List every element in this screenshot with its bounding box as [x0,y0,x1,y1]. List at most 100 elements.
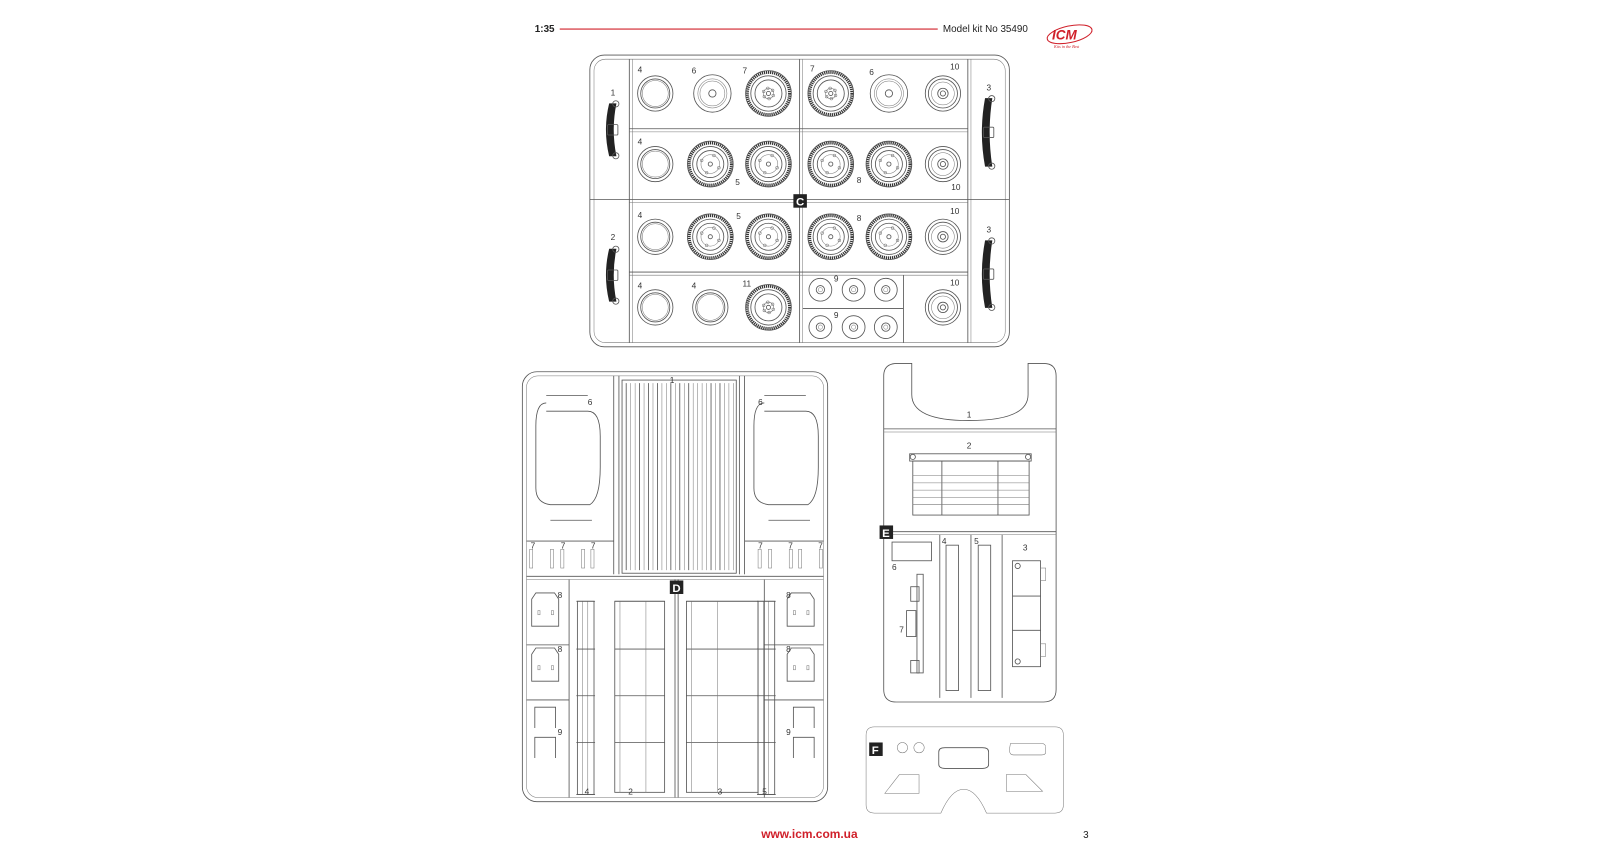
circle [924,218,961,255]
circle [883,287,889,293]
spring-clamp [983,126,995,139]
frame [537,665,541,671]
website-url[interactable]: www.icm.com.ua [760,827,858,841]
panel-part [891,541,932,562]
part-number: 2 [967,441,972,451]
side-window-part [884,774,920,794]
rim-outer [637,218,674,255]
clear-lens-part [913,742,925,754]
lug [762,303,766,307]
lug [705,171,709,175]
page-header: 1:35 Model kit No 35490 ICM Kits in the … [535,24,1093,49]
kit-number: Model kit No 35490 [943,24,1028,35]
spring-clamp [983,268,995,280]
circle [937,158,949,170]
leaf-spring-part [605,245,620,305]
lug [895,166,900,170]
circle [812,146,849,183]
sprue-frame [883,363,1057,703]
hub-part [693,74,732,113]
frame-part [614,600,666,793]
spring-leaves [981,240,993,308]
spring-clamp [607,269,619,281]
circle [870,146,907,183]
part-number: 8 [857,213,862,223]
circle [931,152,955,176]
wheel-part [807,213,855,261]
small-strip-part [757,549,762,569]
part-number: 6 [869,67,874,77]
small-strip-part [581,549,585,569]
bracket-strip-part [906,573,924,674]
part-number: 8 [786,590,791,600]
circle [870,218,907,255]
circle [939,233,946,240]
wheel-part [745,140,792,188]
lug [762,94,766,99]
circle [758,154,779,174]
part-number: 3 [987,225,992,235]
part-number: 2 [611,232,616,242]
page-footer: www.icm.com.ua 3 [760,827,1089,841]
circle [745,70,792,117]
frame [757,600,776,795]
circle [754,79,783,108]
circle [700,154,720,174]
window-outline [753,402,819,506]
circle [750,75,787,112]
circle [874,78,904,109]
lug [832,226,837,230]
sprue-letter: E [882,528,890,540]
part-number: 3 [987,82,992,92]
spring-eye [612,100,620,108]
circle [750,289,787,326]
leaf-spring-part [981,95,996,170]
circle [924,75,961,112]
lug [766,86,770,90]
frame [910,660,920,674]
circle [812,75,849,112]
wheel-part [745,213,792,261]
lug [712,153,716,158]
circle [745,284,792,331]
rim-outer [637,75,674,112]
scale-label: 1:35 [535,24,555,35]
circle [1014,658,1021,665]
path [786,592,815,627]
part-number: 4 [638,281,643,291]
circle [883,324,889,330]
spring-eye [612,297,620,305]
spring-eye [988,303,996,311]
lug [895,238,900,243]
part-number: 9 [834,310,839,320]
lug [878,158,882,163]
lug [820,231,824,235]
part-number: 11 [743,279,752,289]
circle [807,70,855,117]
part-number: 2 [628,786,633,796]
lug [762,308,766,313]
part-number: 7 [899,624,904,634]
rail-part [977,544,992,691]
lug [825,94,829,99]
circle [745,140,792,188]
sprue-letter: F [872,745,879,757]
part-number: 5 [736,211,741,221]
small-strip-part [560,549,565,569]
sprue-c-letter: C [793,194,807,209]
rim-lip [697,294,724,321]
grille-part [909,453,1032,516]
frame [614,600,666,793]
circle [821,154,841,174]
frame [806,610,810,616]
u-bracket-part [792,706,815,728]
part-number: 7 [591,540,596,550]
side-rail-part [757,600,776,795]
circle [750,218,787,255]
circle [869,74,909,113]
small-disc-part [841,277,866,302]
rim-part [637,218,674,255]
spare-hub-part [924,289,961,326]
small-disc-part [808,277,833,302]
circle [873,277,898,302]
